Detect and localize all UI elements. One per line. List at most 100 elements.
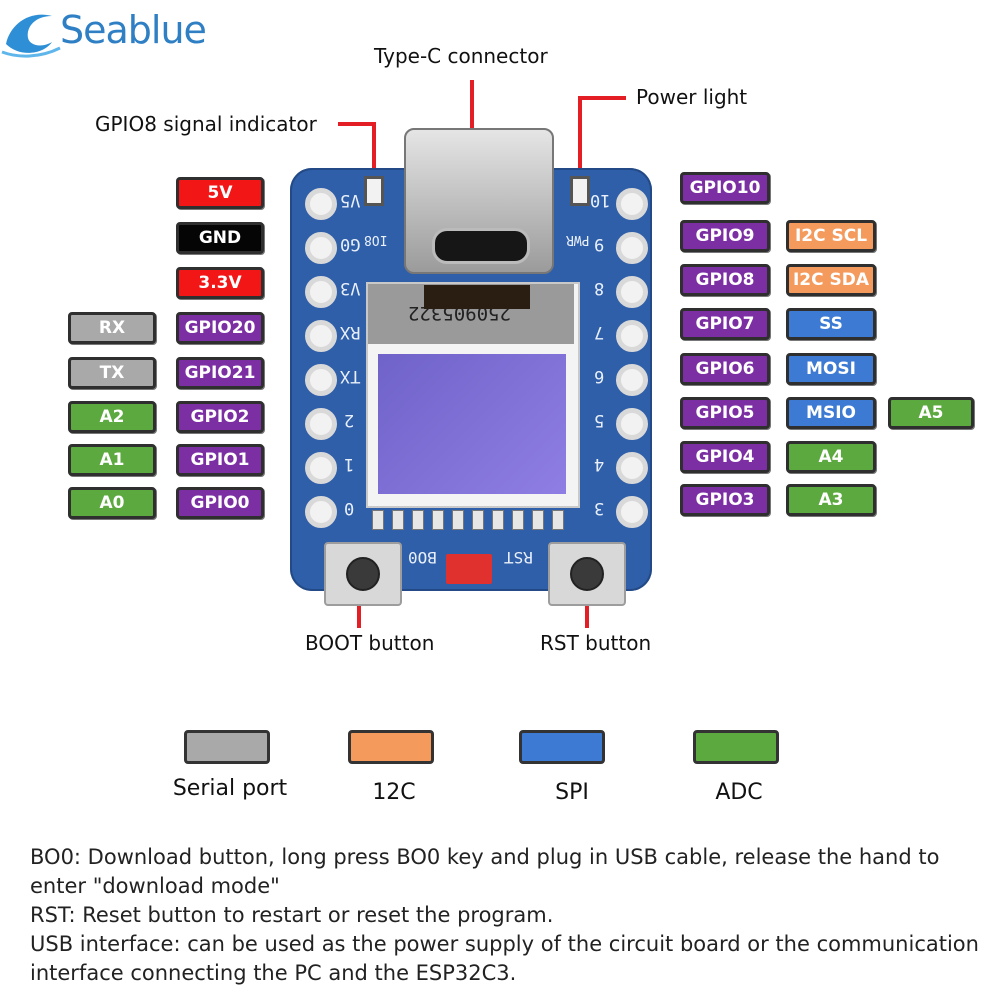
silk-led-right: PWR <box>566 232 590 247</box>
silk-rst: RST <box>504 548 533 567</box>
silk-left: G0 <box>340 234 361 254</box>
callout-line-power-h <box>578 96 626 100</box>
smd-pad <box>492 510 504 530</box>
smd-pad <box>532 510 544 530</box>
pin-5v: 5V <box>176 177 264 209</box>
pin-gpio2: GPIO2 <box>176 401 264 433</box>
smd-pad <box>432 510 444 530</box>
power-led <box>570 176 590 206</box>
silk-led-left: IO8 <box>364 232 388 247</box>
pin-gpio1: GPIO1 <box>176 444 264 476</box>
oled-display: 250905322 <box>366 282 580 508</box>
legend-swatch-i2c <box>348 730 434 764</box>
callout-line-gpio8-h <box>338 122 374 126</box>
pin-hole <box>305 452 337 484</box>
pin-rx: RX <box>68 312 156 344</box>
pin-hole <box>616 276 648 308</box>
pin-hole <box>305 408 337 440</box>
pin-a4: A4 <box>786 441 876 473</box>
silk-left: TX <box>340 366 361 386</box>
note-usb: USB interface: can be used as the power … <box>30 932 979 985</box>
pin-msio: MSIO <box>786 397 876 429</box>
pin-hole <box>305 364 337 396</box>
pin-hole <box>305 320 337 352</box>
callout-rst-button: RST button <box>540 631 652 655</box>
oled-screen <box>378 354 566 494</box>
pin-a3: A3 <box>786 484 876 516</box>
pin-hole <box>616 188 648 220</box>
pin-a1: A1 <box>68 444 156 476</box>
pin-hole <box>616 452 648 484</box>
pin-tx: TX <box>68 357 156 389</box>
pin-a5: A5 <box>888 397 974 429</box>
rst-button-cap <box>570 557 604 591</box>
silk-right: 3 <box>594 498 605 518</box>
silk-right: 5 <box>594 410 605 430</box>
pin-gpio3: GPIO3 <box>680 484 770 516</box>
pin-hole <box>616 364 648 396</box>
legend-swatch-adc <box>693 730 779 764</box>
callout-boot-button: BOOT button <box>305 631 435 655</box>
callout-line-power-v <box>578 96 582 180</box>
legend-label-spi: SPI <box>555 780 589 805</box>
pin-gpio6: GPIO6 <box>680 353 770 385</box>
brand-name: Seablue <box>60 8 207 52</box>
pin-gpio10: GPIO10 <box>680 172 770 204</box>
silk-left: 1 <box>344 454 355 474</box>
pin-gpio5: GPIO5 <box>680 397 770 429</box>
pin-a0: A0 <box>68 487 156 519</box>
pin-hole <box>616 496 648 528</box>
rst-button[interactable] <box>548 542 626 606</box>
pin-i2c-sda: I2C SDA <box>786 264 876 296</box>
smd-pad <box>372 510 384 530</box>
boot-button[interactable] <box>324 542 402 606</box>
callout-line-gpio8-v <box>372 122 376 182</box>
smd-pad <box>412 510 424 530</box>
pin-gpio7: GPIO7 <box>680 308 770 340</box>
callout-gpio8-indicator: GPIO8 signal indicator <box>95 112 317 136</box>
notes-block: BO0: Download button, long press BO0 key… <box>30 843 980 988</box>
silk-left: V5 <box>340 190 361 210</box>
pin-hole <box>305 276 337 308</box>
legend-swatch-serial <box>184 730 270 764</box>
silk-right: 7 <box>594 322 605 342</box>
pin-hole <box>616 408 648 440</box>
boot-button-cap <box>346 557 380 591</box>
usb-type-c-connector <box>404 128 554 274</box>
silk-right: 4 <box>594 454 605 474</box>
wave-icon <box>1 14 61 58</box>
silk-right: 9 <box>594 234 605 254</box>
brand-logo: Seablue <box>0 0 210 62</box>
pin-3v3: 3.3V <box>176 267 264 299</box>
usb-port-opening <box>432 228 530 264</box>
legend-swatch-spi <box>519 730 605 764</box>
callout-type-c: Type-C connector <box>374 44 548 68</box>
pin-ss: SS <box>786 308 876 340</box>
pin-gpio8: GPIO8 <box>680 264 770 296</box>
silk-left: V3 <box>340 278 361 298</box>
note-rst: RST: Reset button to restart or reset th… <box>30 903 554 927</box>
smd-pad <box>512 510 524 530</box>
silk-right: 8 <box>594 278 605 298</box>
silk-right: 10 <box>590 190 611 210</box>
pin-mosi: MOSI <box>786 353 876 385</box>
silk-right: 6 <box>594 366 605 386</box>
pin-hole <box>305 232 337 264</box>
pin-hole <box>616 320 648 352</box>
legend-label-serial: Serial port <box>172 776 288 801</box>
pin-gpio21: GPIO21 <box>176 357 264 389</box>
pin-gpio0: GPIO0 <box>176 487 264 519</box>
red-switch <box>446 554 492 584</box>
pin-gpio20: GPIO20 <box>176 312 264 344</box>
smd-pad <box>552 510 564 530</box>
gpio8-led <box>364 176 384 206</box>
pin-i2c-scl: I2C SCL <box>786 220 876 252</box>
pin-hole <box>305 188 337 220</box>
note-boot: BO0: Download button, long press BO0 key… <box>30 845 940 898</box>
silk-left: RX <box>340 322 361 342</box>
pin-hole <box>616 232 648 264</box>
callout-line-typec <box>470 80 474 136</box>
legend-label-adc: ADC <box>715 780 763 805</box>
smd-pad <box>472 510 484 530</box>
silk-boot: BO0 <box>408 548 437 567</box>
